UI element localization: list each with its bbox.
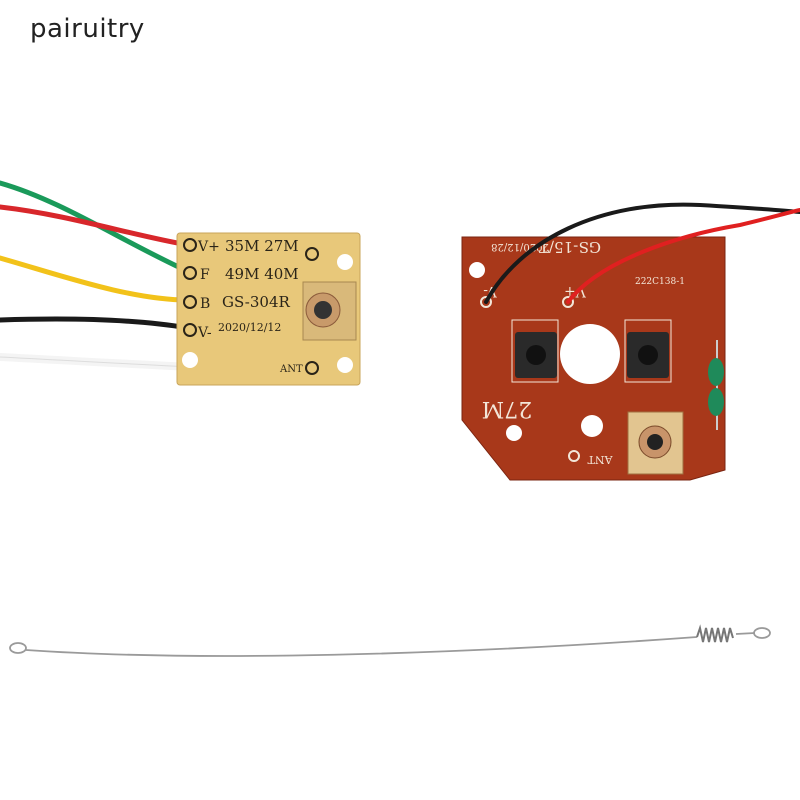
model-label: GS-304R	[222, 293, 291, 311]
freq-line-2: 49M 40M	[225, 265, 299, 283]
transmitter-wires	[484, 202, 800, 304]
antenna-wire	[9, 624, 771, 657]
tx-model-label: GS-15/T	[539, 238, 601, 256]
pin-v-plus: V+	[197, 239, 220, 255]
freq-line-1: 35M 27M	[225, 237, 299, 255]
watermark: pairuitry	[30, 14, 145, 44]
date-label: 2020/12/12	[218, 321, 281, 334]
freq-label: 27M	[482, 396, 533, 421]
tx-ant-label: ANT	[587, 453, 614, 466]
inductor-icon	[708, 340, 724, 430]
part-number: 222C138-1	[635, 277, 685, 287]
transmitter-board: GS-15/T 2020/12/28 222C138-1 V- V+ 27M A…	[461, 236, 726, 481]
receiver-board: V+ F B V- 35M 27M 49M 40M GS-304R 2020/1…	[176, 232, 361, 386]
pin-f: F	[200, 267, 210, 283]
pin-b: B	[200, 296, 210, 312]
tx-date-label: 2020/12/28	[491, 241, 549, 252]
pin-v-minus: V-	[197, 325, 212, 341]
ant-label: ANT	[279, 364, 303, 375]
